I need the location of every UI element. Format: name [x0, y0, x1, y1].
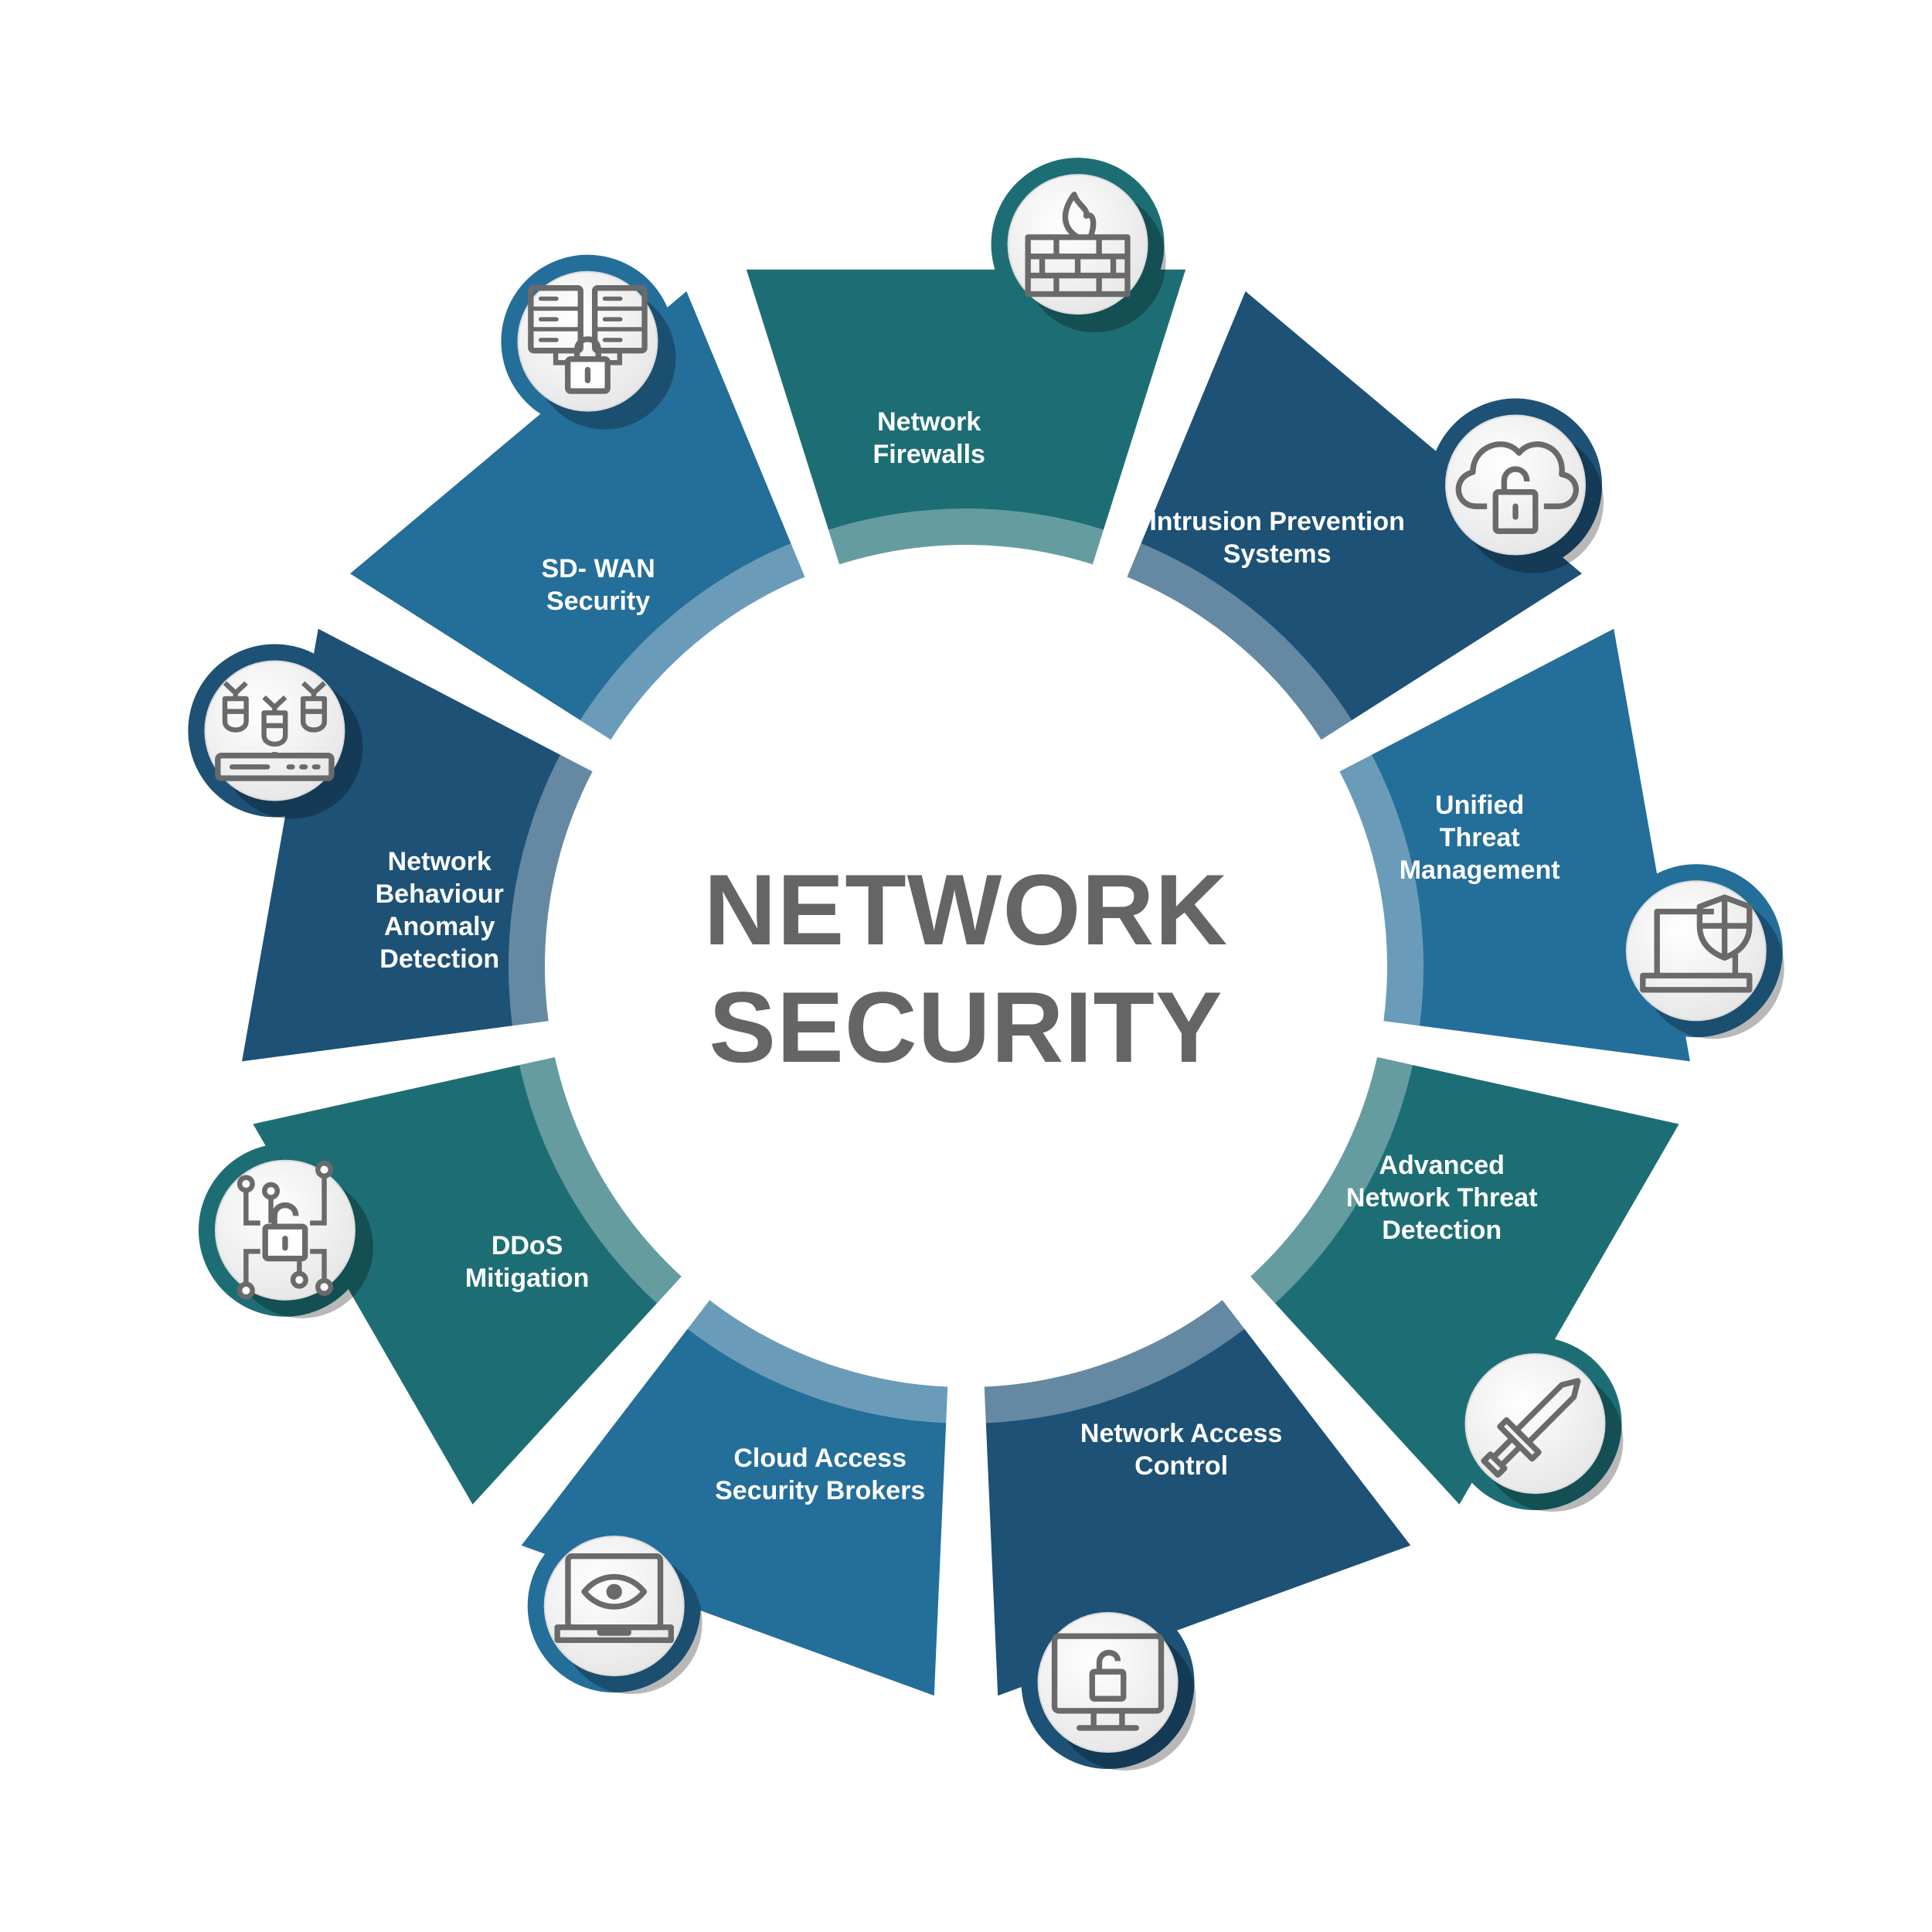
badge-3 — [1609, 864, 1784, 1039]
center-disc — [545, 545, 1387, 1387]
segment-4 — [1243, 1054, 1679, 1505]
segment-label-4: Advanced Network Threat Detection — [1345, 1151, 1538, 1246]
segments-layer — [242, 269, 1690, 1696]
monitor-lock-icon — [1051, 1633, 1165, 1731]
ring-arc-5 — [984, 1300, 1245, 1423]
ring-arc-8 — [509, 754, 593, 1026]
ring-arc-1 — [828, 508, 1104, 565]
ring-arc-2 — [1127, 543, 1352, 740]
bomb-device-icon — [215, 681, 335, 781]
segment-1 — [746, 269, 1186, 576]
segment-label-1: Network Firewalls — [872, 406, 985, 469]
badge-4 — [1448, 1337, 1624, 1512]
ring-arc-4 — [1250, 1056, 1413, 1304]
badge-7 — [198, 1143, 373, 1318]
segment-9 — [349, 291, 810, 747]
ring-arc-9 — [580, 543, 805, 740]
badge-5 — [1021, 1596, 1196, 1771]
diagram-title: NETWORK SECURITY — [703, 853, 1229, 1083]
segment-label-2: Intrusion Prevention Systems — [1149, 506, 1405, 569]
segment-7 — [253, 1054, 689, 1505]
badge-6 — [527, 1519, 702, 1695]
segment-6 — [521, 1291, 948, 1696]
laptop-eye-icon — [554, 1553, 675, 1643]
badge-8 — [188, 644, 363, 819]
sword-icon — [1481, 1378, 1581, 1478]
badge-1 — [991, 158, 1166, 333]
server-lock-icon — [528, 285, 648, 394]
segment-label-5: Network Access Control — [1080, 1418, 1283, 1481]
firewall-icon — [1025, 192, 1131, 298]
ring-arc-6 — [687, 1300, 948, 1423]
laptop-shield-icon — [1640, 894, 1753, 993]
segment-label-6: Cloud Access Security Brokers — [715, 1444, 926, 1506]
inner-ring — [509, 508, 1423, 1423]
segment-label-7: DDoS Mitigation — [464, 1231, 590, 1294]
segment-label-9: SD- WAN Security — [541, 554, 655, 617]
cloud-lock-icon — [1455, 441, 1579, 535]
segment-label-8: Network Behaviour Anomaly Detection — [375, 847, 504, 975]
segment-2 — [1122, 291, 1583, 747]
ring-arc-7 — [519, 1056, 682, 1304]
ring-arc-3 — [1339, 754, 1423, 1026]
badge-9 — [501, 254, 676, 430]
segment-5 — [984, 1291, 1411, 1696]
badges-layer — [188, 158, 1784, 1771]
segment-3 — [1329, 628, 1690, 1062]
segment-label-3: Unified Threat Management — [1399, 791, 1560, 886]
badge-2 — [1429, 398, 1604, 573]
circuit-lock-icon — [236, 1161, 334, 1300]
